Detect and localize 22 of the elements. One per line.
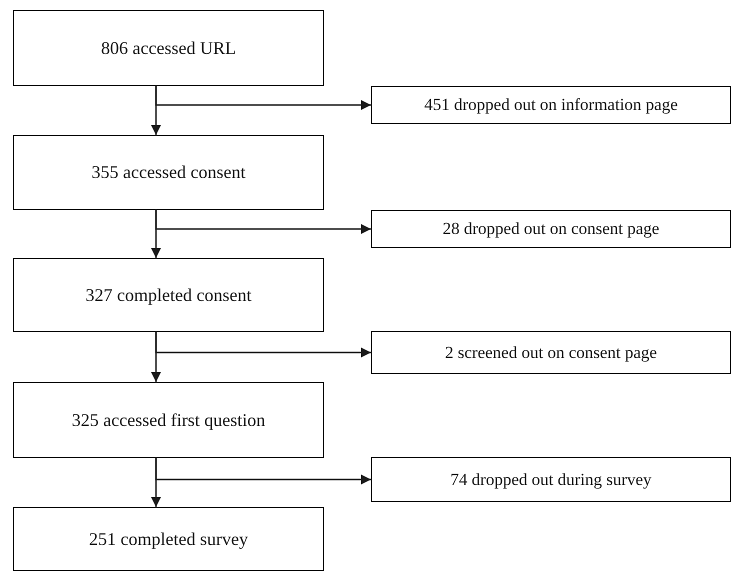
arrow	[155, 86, 371, 110]
box-label: 74 dropped out during survey	[450, 470, 652, 490]
arrow	[155, 458, 371, 484]
box-label: 355 accessed consent	[92, 162, 246, 183]
box-label: 327 completed consent	[86, 284, 252, 306]
process-box	[13, 382, 324, 458]
box-label: 251 completed survey	[89, 528, 248, 550]
box-label: 28 dropped out on consent page	[442, 219, 660, 239]
process-box	[371, 86, 731, 124]
process-box	[13, 10, 324, 86]
process-box	[13, 507, 324, 571]
box-label: 2 screened out on consent page	[445, 342, 657, 362]
process-box	[371, 331, 731, 374]
box-label: 325 accessed first question	[72, 410, 266, 430]
process-box	[13, 135, 324, 210]
arrow	[155, 210, 371, 234]
process-box	[13, 258, 324, 332]
process-box	[371, 457, 731, 502]
arrow	[155, 332, 371, 358]
process-box	[371, 210, 731, 248]
box-label: 451 dropped out on information page	[424, 95, 678, 115]
box-label: 806 accessed URL	[101, 38, 236, 58]
